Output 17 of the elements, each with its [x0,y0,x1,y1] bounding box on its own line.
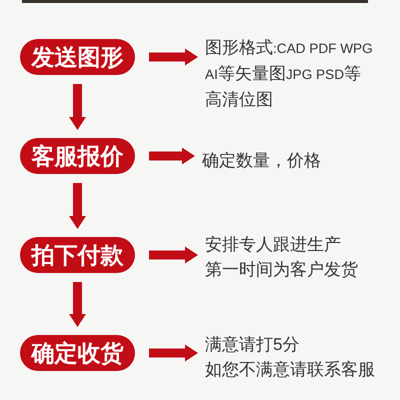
process-box: 拍下付款 [20,237,135,273]
arrow [149,246,198,264]
arrow [69,84,86,130]
process-box: 客服报价 [20,138,135,174]
description-text: 图形格式:CAD PDF WPG AI等矢量图JPG PSD等高清位图 [205,37,374,111]
arrow [149,344,198,362]
arrow [69,282,86,327]
description-text: 安排专人跟进生产 [205,234,341,256]
description-text: 如您不满意请联系客服 [205,359,375,381]
arrow [69,183,86,229]
description-text: 确定数量，价格 [202,150,321,172]
description-text: 第一时间为客户发货 [205,259,358,281]
description-text: 满意请打5分 [205,334,300,356]
arrow [149,148,195,164]
process-box: 发送图形 [20,39,135,75]
process-box: 确定收货 [20,335,135,371]
arrow [149,48,198,66]
